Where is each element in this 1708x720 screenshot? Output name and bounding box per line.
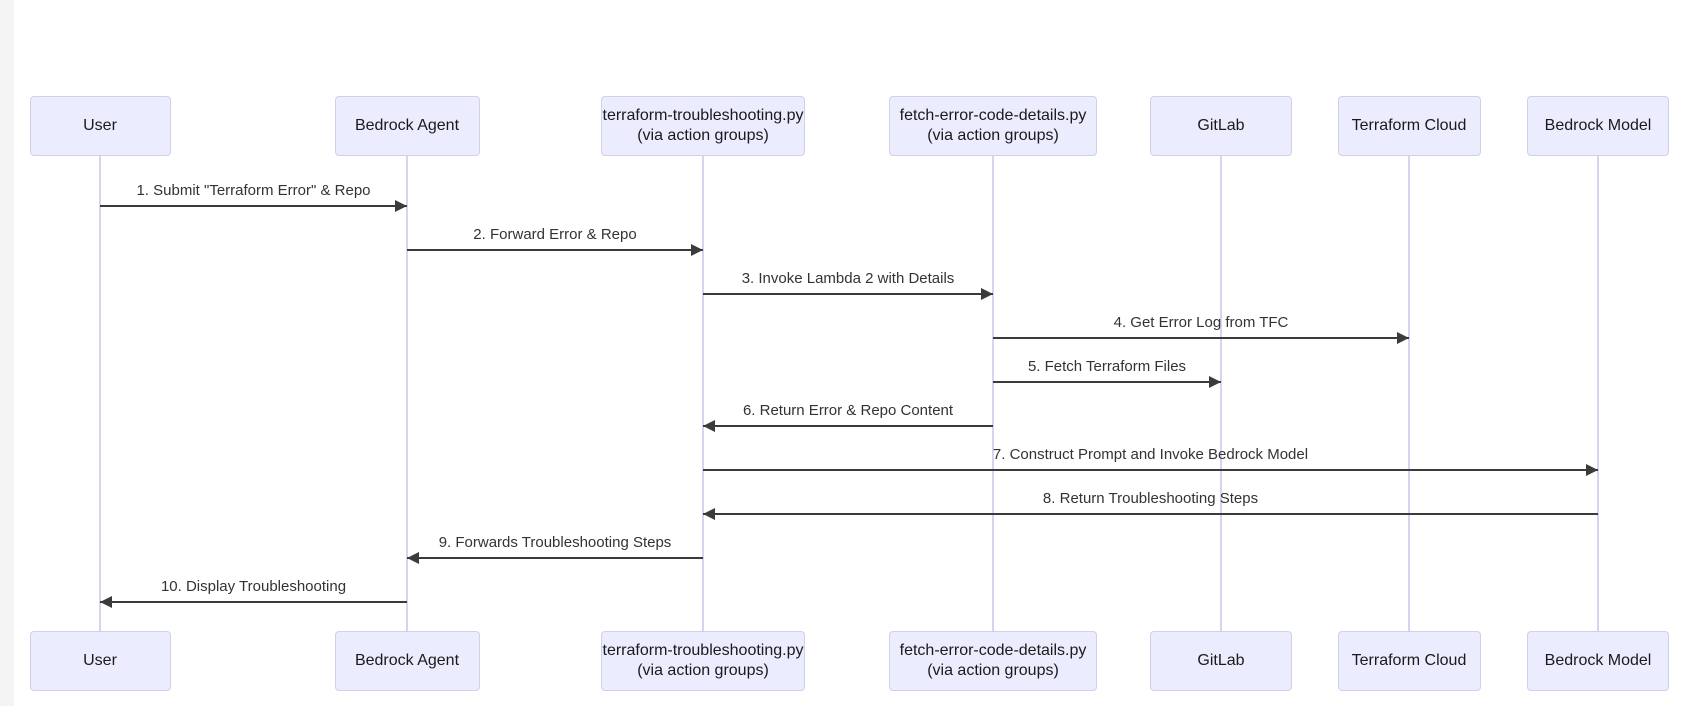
actor-box-top-bedrock-agent: Bedrock Agent	[334, 96, 480, 156]
lifeline-terraform-troubleshooting	[702, 156, 704, 631]
actor-label: terraform-troubleshooting.py	[602, 107, 804, 124]
lifeline-bedrock-model	[1597, 156, 1599, 631]
actor-box-bottom-fetch-error-code-details: fetch-error-code-details.py (via action g…	[889, 631, 1097, 691]
message-arrow-2	[407, 249, 703, 251]
lifeline-fetch-error-code-details	[992, 156, 994, 631]
actor-label: fetch-error-code-details.py	[899, 642, 1087, 659]
message-label-3: 3. Invoke Lambda 2 with Details	[741, 270, 955, 287]
message-label-7: 7. Construct Prompt and Invoke Bedrock M…	[992, 446, 1309, 463]
actor-box-bottom-bedrock-model: Bedrock Model	[1527, 631, 1669, 691]
message-arrow-1	[100, 205, 407, 207]
message-arrowhead-5	[1209, 376, 1221, 388]
actor-label: (via action groups)	[927, 662, 1059, 679]
message-arrowhead-7	[1586, 464, 1598, 476]
lifeline-bedrock-agent	[406, 156, 408, 631]
message-label-1: 1. Submit "Terraform Error" & Repo	[136, 182, 371, 199]
message-label-8: 8. Return Troubleshooting Steps	[1042, 490, 1259, 507]
message-label-2: 2. Forward Error & Repo	[473, 226, 637, 243]
message-label-4: 4. Get Error Log from TFC	[1113, 314, 1289, 331]
message-arrow-4	[993, 337, 1409, 339]
lifeline-user	[99, 156, 101, 631]
message-arrow-5	[993, 381, 1221, 383]
message-arrow-9	[407, 557, 703, 559]
message-arrowhead-1	[395, 200, 407, 212]
actor-box-top-terraform-cloud: Terraform Cloud	[1337, 96, 1481, 156]
actor-box-top-bedrock-model: Bedrock Model	[1527, 96, 1669, 156]
message-arrow-8	[703, 513, 1598, 515]
left-edge-strip	[0, 0, 14, 706]
actor-box-bottom-terraform-cloud: Terraform Cloud	[1337, 631, 1481, 691]
message-arrow-7	[703, 469, 1598, 471]
actor-label: Bedrock Agent	[354, 652, 460, 669]
message-arrowhead-4	[1397, 332, 1409, 344]
actor-label: User	[83, 117, 117, 134]
message-arrow-10	[100, 601, 407, 603]
message-label-5: 5. Fetch Terraform Files	[1027, 358, 1187, 375]
message-label-6: 6. Return Error & Repo Content	[742, 402, 954, 419]
actor-label: fetch-error-code-details.py	[899, 107, 1087, 124]
lifeline-terraform-cloud	[1408, 156, 1410, 631]
actor-box-top-terraform-troubleshooting: terraform-troubleshooting.py (via action …	[601, 96, 805, 156]
actor-box-top-user: User	[29, 96, 171, 156]
message-arrow-6	[703, 425, 993, 427]
actor-label: (via action groups)	[637, 662, 769, 679]
actor-label: GitLab	[1197, 652, 1245, 669]
actor-box-bottom-gitlab: GitLab	[1150, 631, 1292, 691]
actor-label: (via action groups)	[927, 127, 1059, 144]
actor-box-top-fetch-error-code-details: fetch-error-code-details.py (via action g…	[889, 96, 1097, 156]
actor-label: Bedrock Model	[1544, 117, 1652, 134]
actor-box-top-gitlab: GitLab	[1150, 96, 1292, 156]
message-arrowhead-10	[100, 596, 112, 608]
actor-label: User	[83, 652, 117, 669]
message-arrow-3	[703, 293, 993, 295]
lifeline-gitlab	[1220, 156, 1222, 631]
actor-label: Terraform Cloud	[1351, 652, 1467, 669]
actor-label: Bedrock Agent	[354, 117, 460, 134]
message-arrowhead-6	[703, 420, 715, 432]
actor-label: GitLab	[1197, 117, 1245, 134]
message-arrowhead-2	[691, 244, 703, 256]
message-arrowhead-3	[981, 288, 993, 300]
actor-label: terraform-troubleshooting.py	[602, 642, 804, 659]
actor-label: (via action groups)	[637, 127, 769, 144]
message-label-10: 10. Display Troubleshooting	[160, 578, 347, 595]
message-arrowhead-9	[407, 552, 419, 564]
message-label-9: 9. Forwards Troubleshooting Steps	[438, 534, 672, 551]
actor-label: Terraform Cloud	[1351, 117, 1467, 134]
actor-box-bottom-terraform-troubleshooting: terraform-troubleshooting.py (via action …	[601, 631, 805, 691]
actor-box-bottom-user: User	[29, 631, 171, 691]
message-arrowhead-8	[703, 508, 715, 520]
actor-box-bottom-bedrock-agent: Bedrock Agent	[334, 631, 480, 691]
actor-label: Bedrock Model	[1544, 652, 1652, 669]
